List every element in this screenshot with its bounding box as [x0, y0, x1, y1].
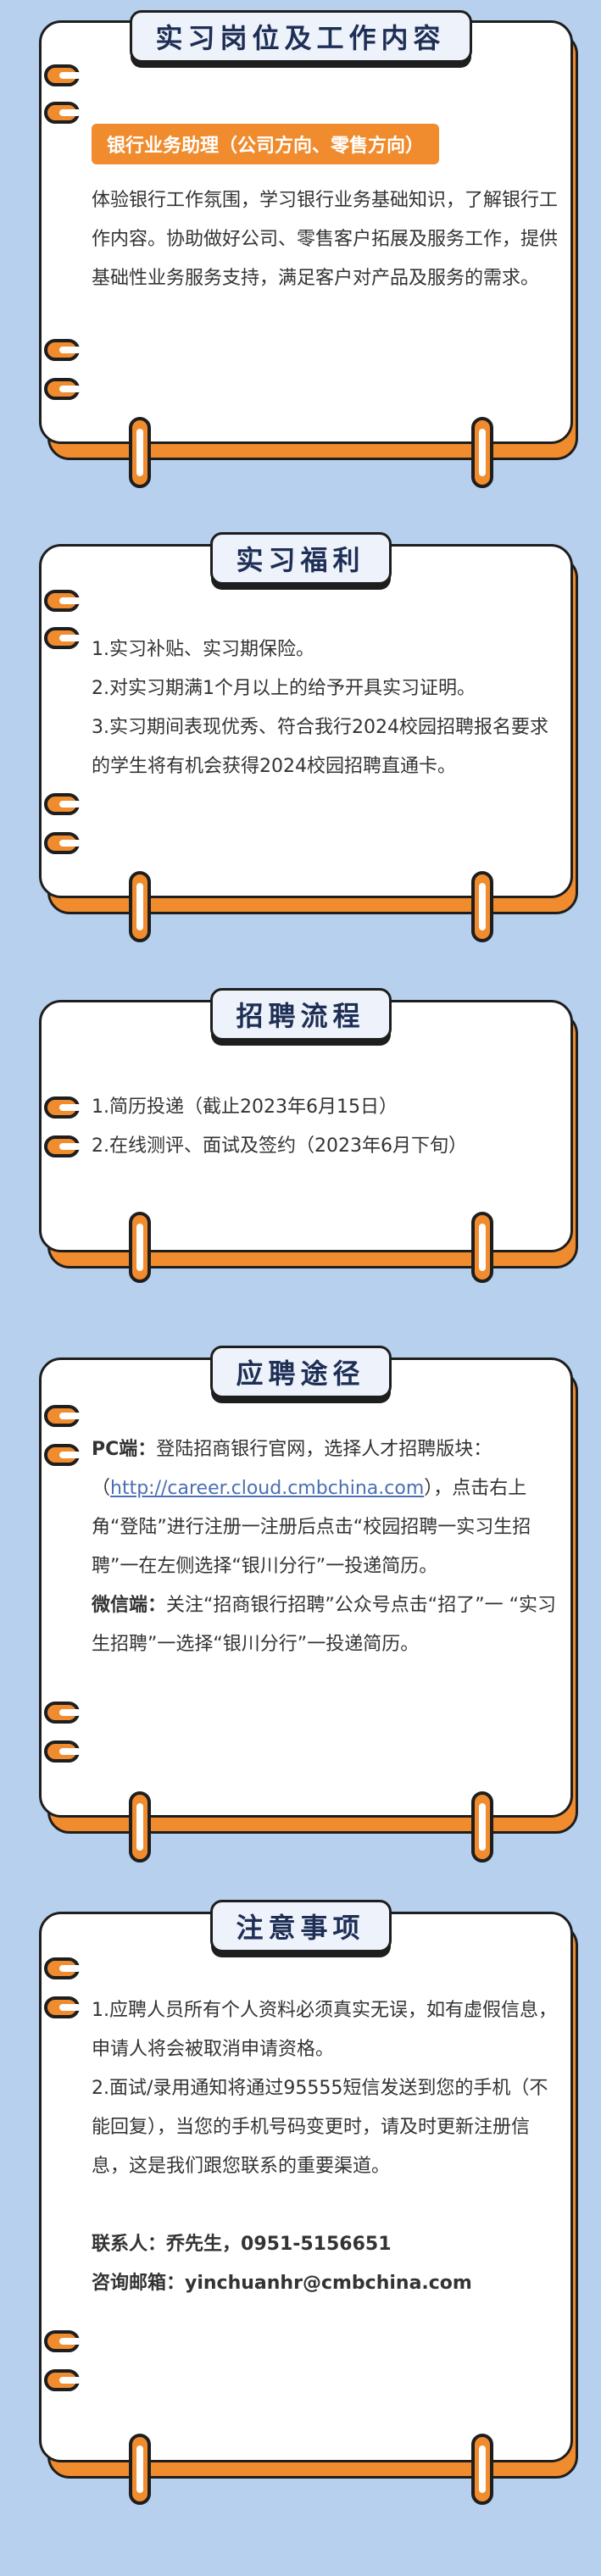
section-title: 招聘流程: [209, 988, 392, 1041]
section-notes: 注意事项 1.应聘人员所有个人资料必须真实无误，如有虚假信息，申请人将会被取消申…: [0, 1898, 601, 2576]
application-channels-text: PC端：登陆招商银行官网，选择人才招聘版块：（http://career.clo…: [92, 1430, 563, 1664]
wechat-channel: 微信端：关注“招商银行招聘”公众号点击“招了”一 “实习生招聘”一选择“银川分行…: [92, 1586, 563, 1664]
card: [39, 20, 573, 444]
section-job-content: 实习岗位及工作内容 银行业务助理（公司方向、零售方向） 体验银行工作氛围，学习银…: [0, 0, 601, 508]
notes-text: 1.应聘人员所有个人资料必须真实无误，如有虚假信息，申请人将会被取消申请资格。 …: [92, 1991, 563, 2303]
process-step: 2.在线测评、面试及签约（2023年6月下旬）: [92, 1135, 467, 1157]
binder-ring-icon: [44, 590, 81, 612]
benefits-list: 1.实习补贴、实习期保险。 2.对实习期满1个月以上的给予开具实习证明。 3.实…: [92, 630, 563, 786]
pc-channel: PC端：登陆招商银行官网，选择人才招聘版块：（http://career.clo…: [92, 1430, 563, 1586]
career-site-link[interactable]: http://career.cloud.cmbchina.com: [110, 1478, 425, 1499]
benefit-item: 3.实习期间表现优秀、符合我行2024校园招聘报名要求的学生将有机会获得2024…: [92, 717, 548, 777]
binder-ring-icon: [44, 64, 81, 86]
binder-ring-icon: [44, 1996, 81, 2018]
note-item: 1.应聘人员所有个人资料必须真实无误，如有虚假信息，申请人将会被取消申请资格。: [92, 2000, 557, 2060]
binder-ring-icon: [44, 832, 81, 854]
spacer: [92, 2186, 563, 2225]
binder-ring-icon: [44, 1096, 81, 1119]
binder-ring-icon: [129, 417, 151, 488]
card: [39, 544, 573, 898]
job-description-text: 体验银行工作氛围，学习银行业务基础知识，了解银行工作内容。协助做好公司、零售客户…: [92, 190, 559, 289]
wechat-channel-label: 微信端：: [92, 1595, 167, 1616]
binder-ring-icon: [471, 1791, 493, 1863]
binder-ring-icon: [471, 2434, 493, 2505]
section-title: 应聘途径: [209, 1346, 392, 1398]
process-list: 1.简历投递（截止2023年6月15日） 2.在线测评、面试及签约（2023年6…: [92, 1088, 563, 1166]
binder-ring-icon: [44, 793, 81, 815]
benefit-item: 1.实习补贴、实习期保险。: [92, 639, 314, 660]
binder-ring-icon: [44, 1702, 81, 1724]
benefit-item: 2.对实习期满1个月以上的给予开具实习证明。: [92, 678, 476, 699]
contact-value: 乔先生，0951-5156651: [166, 2234, 392, 2255]
section-title: 实习岗位及工作内容: [129, 10, 472, 63]
binder-ring-icon: [44, 1135, 81, 1158]
binder-ring-icon: [471, 871, 493, 942]
pc-channel-label: PC端：: [92, 1439, 157, 1460]
section-application-channels: 应聘途径 PC端：登陆招商银行官网，选择人才招聘版块：（http://caree…: [0, 1339, 601, 1898]
email-label: 咨询邮箱：: [92, 2273, 186, 2294]
binder-ring-icon: [471, 1212, 493, 1283]
pc-channel-text: 登陆招商银行官网，选择人才招聘版块：（: [92, 1439, 492, 1499]
job-description: 体验银行工作氛围，学习银行业务基础知识，了解银行工作内容。协助做好公司、零售客户…: [92, 181, 563, 298]
email-value[interactable]: yinchuanhr@cmbchina.com: [185, 2273, 472, 2294]
section-benefits: 实习福利 1.实习补贴、实习期保险。 2.对实习期满1个月以上的给予开具实习证明…: [0, 508, 601, 949]
binder-ring-icon: [44, 378, 81, 400]
binder-ring-icon: [44, 102, 81, 124]
binder-ring-icon: [44, 1740, 81, 1763]
binder-ring-icon: [44, 1957, 81, 1979]
contact-email: 咨询邮箱：yinchuanhr@cmbchina.com: [92, 2264, 563, 2303]
contact-person: 联系人：乔先生，0951-5156651: [92, 2225, 563, 2264]
binder-ring-icon: [129, 1791, 151, 1863]
binder-ring-icon: [129, 2434, 151, 2505]
binder-ring-icon: [44, 1405, 81, 1427]
job-position-tag: 银行业务助理（公司方向、零售方向）: [92, 124, 440, 164]
wechat-channel-text: 关注“招商银行招聘”公众号点击“招了”一 “实习生招聘”一选择“银川分行”一投递…: [92, 1595, 556, 1655]
binder-ring-icon: [471, 417, 493, 488]
binder-ring-icon: [44, 1444, 81, 1466]
note-item: 2.面试/录用通知将通过95555短信发送到您的手机（不能回复），当您的手机号码…: [92, 2078, 548, 2177]
card: [39, 1912, 573, 2462]
binder-ring-icon: [44, 2369, 81, 2391]
binder-ring-icon: [44, 2330, 81, 2352]
section-title: 实习福利: [209, 532, 392, 585]
contact-label: 联系人：: [92, 2234, 167, 2255]
process-step: 1.简历投递（截止2023年6月15日）: [92, 1096, 398, 1118]
pc-channel-text-2: ），点击右上角“登陆”进行注册一注册后点击“校园招聘一实习生招聘”一在左侧选择“…: [92, 1478, 531, 1577]
section-title: 注意事项: [209, 1900, 392, 1952]
section-process: 招聘流程 1.简历投递（截止2023年6月15日） 2.在线测评、面试及签约（2…: [0, 949, 601, 1339]
binder-ring-icon: [129, 1212, 151, 1283]
binder-ring-icon: [129, 871, 151, 942]
binder-ring-icon: [44, 627, 81, 649]
binder-ring-icon: [44, 339, 81, 361]
